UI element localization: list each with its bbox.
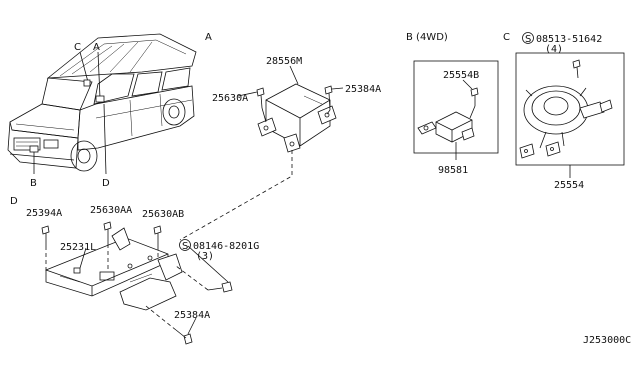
callout-c: C (74, 42, 81, 53)
bolt-25630aa (103, 221, 112, 272)
label-98581: 98581 (438, 165, 468, 176)
label-28556m: 28556M (266, 56, 302, 67)
bolt-25384a-top (324, 85, 333, 115)
diagram-id: J253000C (583, 335, 631, 346)
label-25384a-top: 25384A (345, 84, 381, 95)
label-25231l: 25231L (60, 242, 96, 253)
label-25554b: 25554B (443, 70, 479, 81)
section-d-label: D (10, 196, 18, 207)
label-08146-qty: (3) (196, 251, 214, 262)
bolt-25630a (256, 87, 267, 123)
bolt-25384a-bottom (145, 305, 193, 345)
bracket-25231l (45, 227, 183, 311)
screw-symbol-c (522, 32, 534, 44)
airbag-control-unit (257, 83, 337, 153)
label-25554: 25554 (554, 180, 584, 191)
bolt-08146 (175, 265, 233, 293)
callout-d: D (102, 178, 110, 189)
screw-symbol-d (179, 239, 191, 251)
bolt-25554b (469, 87, 479, 119)
label-25630a: 25630A (212, 93, 248, 104)
label-08513-qty: (4) (545, 44, 563, 55)
section-c-label: C (503, 32, 510, 43)
label-08146-8201g: 08146-8201G (193, 241, 259, 252)
sensor-98581 (417, 111, 475, 143)
vehicle-illustration (7, 33, 197, 175)
label-25630aa: 25630AA (90, 205, 132, 216)
screw-symbol-d-text: S (182, 241, 188, 252)
screw-symbol-c-text: S (525, 34, 531, 45)
label-25630ab: 25630AB (142, 209, 184, 220)
callout-a: A (93, 42, 100, 53)
label-25384a-bottom: 25384A (174, 310, 210, 321)
label-25394a: 25394A (26, 208, 62, 219)
section-b-label: B (4WD) (406, 32, 448, 43)
callout-b: B (30, 178, 37, 189)
bolt-25630ab (153, 225, 162, 258)
screw-08513 (572, 59, 581, 79)
bolt-25394a (41, 225, 50, 272)
label-08513-51642: 08513-51642 (536, 34, 602, 45)
section-a-label: A (205, 32, 212, 43)
spiral-cable-25554 (519, 85, 613, 159)
